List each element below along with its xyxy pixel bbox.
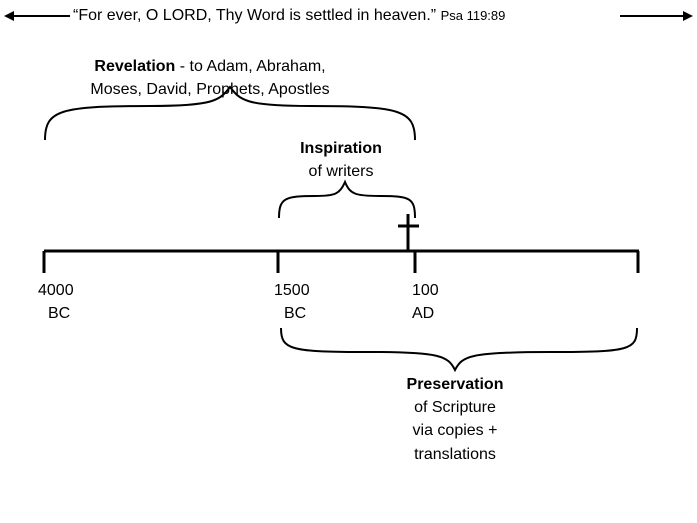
revelation-title: Revelation	[94, 58, 176, 75]
mark-year: 4000	[38, 282, 74, 299]
inspiration-title: Inspiration	[300, 140, 382, 157]
mark-era: BC	[48, 305, 71, 322]
mark-era: AD	[412, 305, 435, 322]
preservation-line: translations	[414, 446, 496, 463]
mark-year: 1500	[274, 282, 310, 299]
mark-year: 100	[412, 282, 439, 299]
mark-era: BC	[284, 305, 307, 322]
inspiration-brace	[278, 179, 416, 219]
cross-icon	[398, 214, 419, 252]
preservation-line: of Scripture	[414, 399, 496, 416]
inspiration-subtitle: of writers	[308, 163, 374, 180]
preservation-line: via copies +	[412, 422, 498, 439]
quote-reference: Psa 119:89	[440, 8, 506, 23]
revelation-line1: - to Adam, Abraham,	[175, 58, 326, 75]
quote-text: “For ever, O LORD, Thy Word is settled i…	[73, 7, 437, 24]
revelation-line2: Moses, David, Prophets, Apostles	[90, 81, 330, 98]
preservation-title: Preservation	[406, 376, 504, 393]
header-quote: “For ever, O LORD, Thy Word is settled i…	[73, 6, 505, 26]
revelation-brace	[44, 85, 416, 141]
preservation-brace	[280, 327, 638, 373]
revelation-label: Revelation - to Adam, Abraham,	[94, 57, 325, 77]
